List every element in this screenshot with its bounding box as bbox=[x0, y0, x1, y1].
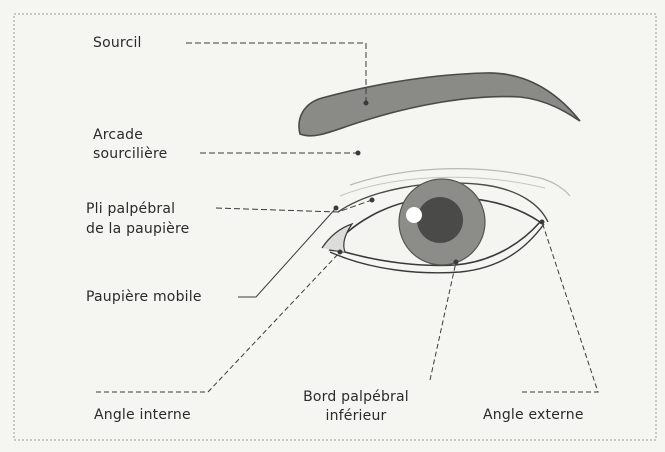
eyebrow-shape bbox=[299, 73, 580, 136]
label-bord-line1: Bord palpébral bbox=[298, 388, 414, 406]
label-arcade-line2: sourcilière bbox=[93, 145, 167, 163]
dot-bord bbox=[454, 260, 458, 264]
label-pli-line2: de la paupière bbox=[86, 220, 189, 238]
leader-angle-interne bbox=[96, 252, 340, 392]
dot-pli bbox=[370, 198, 374, 202]
dot-angle-interne bbox=[338, 250, 342, 254]
pupil bbox=[417, 197, 463, 243]
leader-angle-externe bbox=[522, 222, 598, 392]
dot-sourcil bbox=[364, 101, 368, 105]
label-sourcil: Sourcil bbox=[93, 34, 142, 52]
label-angle-externe: Angle externe bbox=[483, 406, 584, 424]
dot-paupiere bbox=[334, 206, 338, 210]
label-pli-line1: Pli palpébral bbox=[86, 200, 175, 218]
leader-bord bbox=[430, 262, 456, 380]
label-arcade-line1: Arcade bbox=[93, 126, 143, 144]
dot-angle-externe bbox=[540, 220, 544, 224]
leader-paupiere bbox=[238, 208, 336, 297]
label-bord-line2: inférieur bbox=[298, 407, 414, 425]
eye-highlight bbox=[406, 207, 422, 223]
label-paupiere-mobile: Paupière mobile bbox=[86, 288, 202, 306]
dot-arcade bbox=[356, 151, 360, 155]
label-angle-interne: Angle interne bbox=[94, 406, 191, 424]
